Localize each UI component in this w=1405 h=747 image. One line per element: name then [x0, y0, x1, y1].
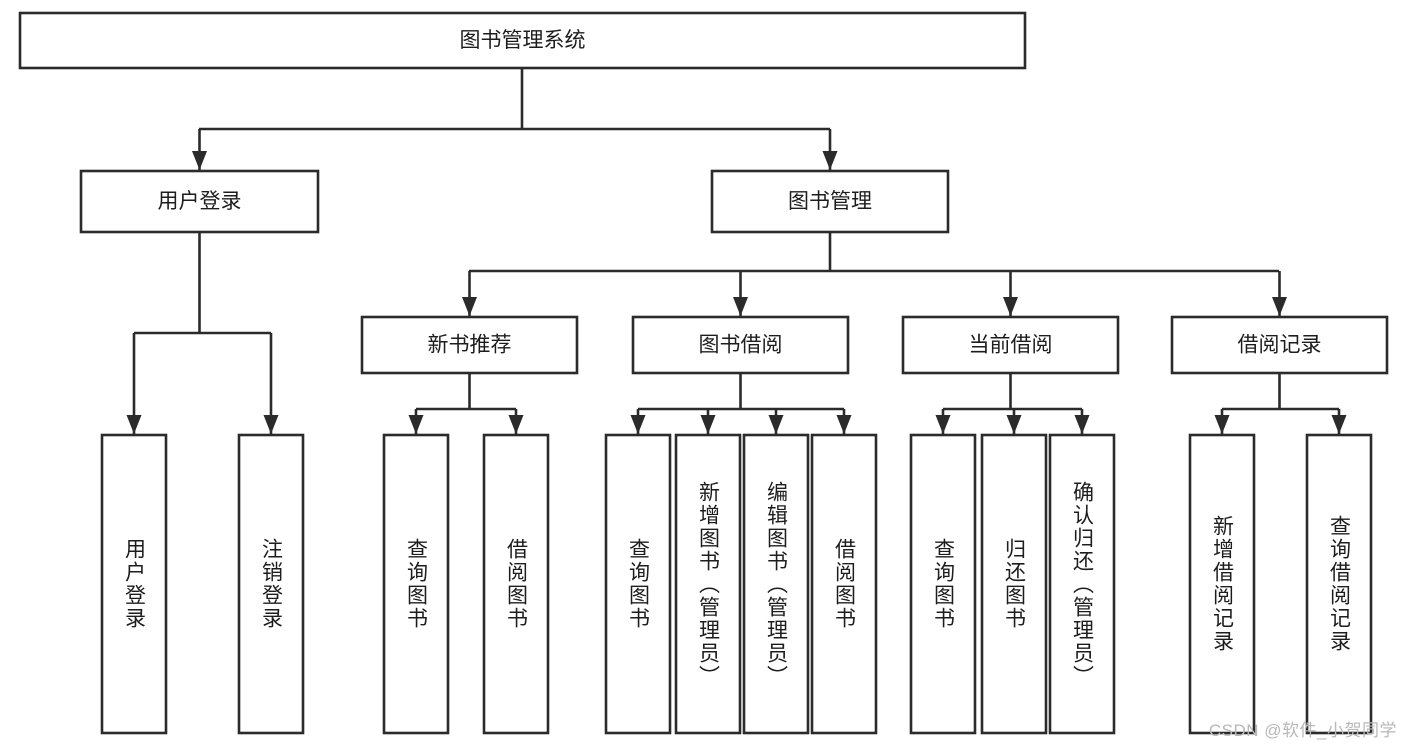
leaf-node-leaf-add-record[interactable]	[1188, 433, 1256, 735]
node-label-user-login: 用户登录	[158, 190, 242, 213]
leaf-node-leaf-return-book[interactable]	[980, 433, 1048, 735]
arrow-head-icon	[733, 297, 748, 316]
node-label-root: 图书管理系统	[460, 29, 586, 52]
node-book-manage[interactable]	[710, 169, 950, 234]
arrow-head-icon	[1006, 415, 1022, 434]
leaf-node-leaf-query-record[interactable]	[1305, 433, 1373, 735]
arrow-head-icon	[126, 415, 142, 434]
arrow-head-icon	[1074, 415, 1090, 434]
leaf-node-leaf-add-book[interactable]	[674, 433, 742, 735]
node-boxes-group	[18, 11, 1389, 735]
connector-edges-group	[126, 68, 1347, 434]
arrow-head-icon	[822, 151, 838, 170]
node-label-new-book-rec: 新书推荐	[428, 334, 512, 357]
watermark-text: CSDN @软件_小贺同学	[1208, 721, 1397, 740]
arrow-head-icon	[1003, 297, 1018, 316]
arrow-head-icon	[1331, 415, 1347, 434]
node-borrow-record[interactable]	[1170, 315, 1389, 375]
leaf-node-leaf-query-book-3[interactable]	[909, 433, 977, 735]
arrow-head-icon	[1272, 297, 1287, 316]
node-label-book-manage: 图书管理	[788, 190, 872, 213]
node-current-borrow[interactable]	[901, 315, 1120, 375]
arrow-head-icon	[408, 415, 424, 434]
leaf-node-leaf-borrow-book-2[interactable]	[810, 433, 878, 735]
leaf-node-leaf-user-login[interactable]	[100, 433, 168, 735]
arrow-head-icon	[263, 415, 279, 434]
leaf-node-leaf-borrow-book-1[interactable]	[482, 433, 550, 735]
node-label-borrow-record: 借阅记录	[1238, 334, 1322, 357]
leaf-node-leaf-edit-book[interactable]	[742, 433, 810, 735]
node-new-book-rec[interactable]	[360, 315, 579, 375]
arrow-head-icon	[700, 415, 716, 434]
leaf-node-leaf-query-book-2[interactable]	[604, 433, 672, 735]
arrow-head-icon	[1214, 415, 1230, 434]
arrow-head-icon	[935, 415, 951, 434]
node-book-borrow[interactable]	[631, 315, 850, 375]
leaf-node-leaf-logout[interactable]	[237, 433, 305, 735]
arrow-head-icon	[768, 415, 784, 434]
arrow-head-icon	[630, 415, 646, 434]
node-root[interactable]	[18, 11, 1027, 70]
arrow-head-icon	[192, 151, 207, 170]
leaf-node-leaf-confirm-return[interactable]	[1048, 433, 1116, 735]
arrow-head-icon	[462, 297, 477, 316]
node-label-current-borrow: 当前借阅	[969, 334, 1053, 357]
leaf-node-leaf-query-book-1[interactable]	[382, 433, 450, 735]
node-user-login[interactable]	[79, 169, 320, 234]
arrow-head-icon	[508, 415, 524, 434]
node-label-book-borrow: 图书借阅	[699, 334, 783, 357]
arrow-head-icon	[836, 415, 852, 434]
